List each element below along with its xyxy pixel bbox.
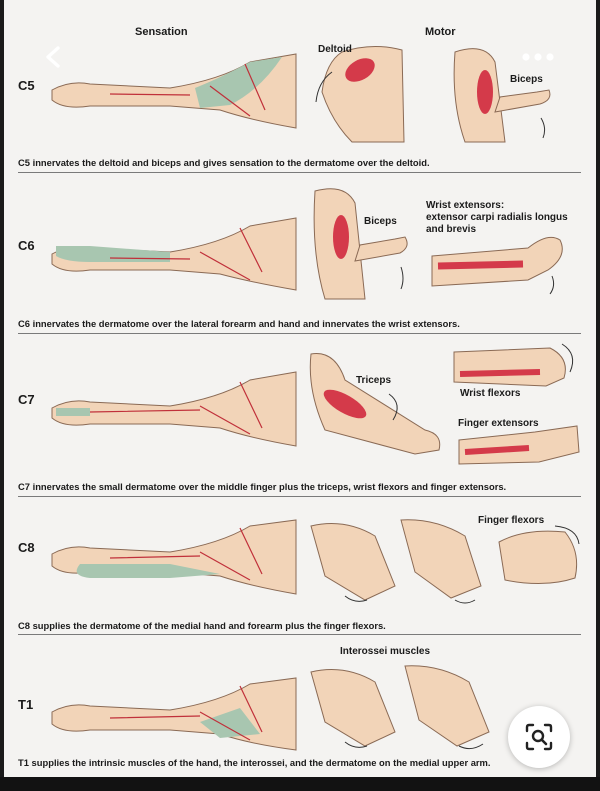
level-c8: C8 [18, 540, 35, 555]
wrist-flexors-label: Wrist flexors [460, 388, 521, 399]
frame-edge-right [596, 0, 600, 791]
finger-flexors-hands-art [310, 519, 482, 604]
c7-arm-dermatome [51, 371, 297, 447]
triceps-label: Triceps [356, 375, 392, 386]
finger-flexors-label: Finger flexors [478, 515, 545, 526]
c7-caption: C7 innervates the small dermatome over t… [18, 481, 507, 492]
c5-arm-dermatome [51, 53, 297, 129]
more-dots-icon [522, 53, 554, 61]
c5-biceps-label: Biceps [510, 74, 543, 85]
image-search-icon [525, 723, 553, 751]
c6-arm-dermatome [51, 217, 297, 291]
deltoid-label: Deltoid [318, 44, 352, 55]
finger-extensors-label: Finger extensors [458, 418, 539, 429]
back-button[interactable] [36, 40, 70, 74]
c5-shoulder-art [315, 46, 405, 143]
more-options-button[interactable] [515, 46, 561, 68]
c5-caption: C5 innervates the deltoid and biceps and… [18, 157, 430, 168]
fist-art [498, 525, 580, 585]
interossei-label: Interossei muscles [340, 646, 431, 657]
c6-biceps-art [313, 188, 408, 300]
wrist-flexors-art [453, 343, 574, 387]
c8-arm-dermatome [51, 519, 297, 595]
finger-extensors-art [458, 425, 580, 465]
wrist-extensors-art [431, 236, 563, 295]
divider-3 [18, 496, 581, 497]
back-arrow-icon [46, 46, 60, 68]
wrist-extensors-label: Wrist extensors: extensor carpi radialis… [426, 200, 568, 235]
bottom-edge-bar [0, 777, 600, 791]
visual-search-button[interactable] [508, 706, 570, 768]
t1-caption: T1 supplies the intrinsic muscles of the… [18, 757, 491, 768]
divider-2 [18, 333, 581, 334]
c8-caption: C8 supplies the dermatome of the medial … [18, 620, 386, 631]
frame-edge-left [0, 0, 4, 791]
c6-caption: C6 innervates the dermatome over the lat… [18, 318, 460, 329]
divider-1 [18, 172, 581, 173]
c6-biceps-label: Biceps [364, 216, 397, 227]
level-c7: C7 [18, 392, 35, 407]
interossei-hands-art [310, 665, 490, 750]
level-c6: C6 [18, 238, 35, 253]
triceps-art [309, 353, 441, 455]
level-t1: T1 [18, 697, 34, 712]
c5-biceps-art [453, 48, 551, 143]
sensation-heading: Sensation [135, 26, 188, 38]
divider-4 [18, 634, 581, 635]
level-c5: C5 [18, 78, 35, 93]
motor-heading: Motor [425, 26, 456, 38]
t1-arm-dermatome [51, 677, 297, 751]
